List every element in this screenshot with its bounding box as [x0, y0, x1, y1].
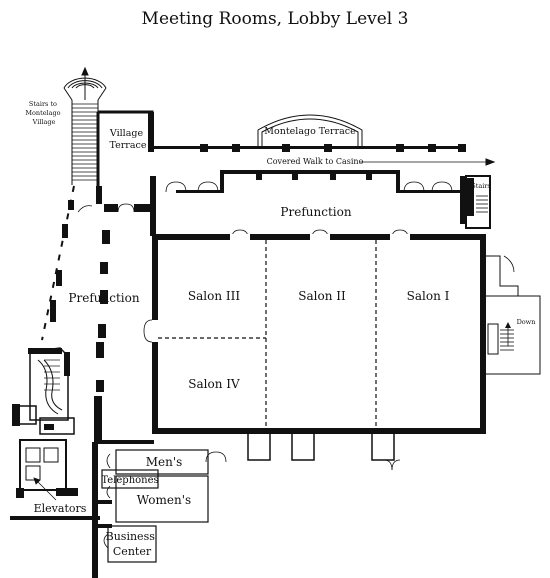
prefunction-top-walls [150, 170, 466, 236]
salon-4-label: Salon IV [188, 377, 240, 391]
ballroom-bottom-alcoves [247, 431, 395, 461]
bottom-door-swings [205, 451, 401, 471]
prefunction-left-label: Prefunction [68, 291, 139, 305]
down-stairs [486, 255, 541, 375]
terrace-outer-wall [152, 144, 466, 152]
prefunction-top-label: Prefunction [280, 205, 351, 219]
restroom-doors [106, 453, 111, 499]
elevator-pointer [33, 477, 57, 501]
left-dashed-wall [41, 185, 75, 341]
salon-left-doors [143, 319, 153, 343]
ballroom-walls [152, 234, 486, 434]
prefunction-left-walls [50, 186, 154, 444]
telephones-label: Telephones [101, 475, 158, 486]
salon-2-label: Salon II [298, 289, 346, 303]
covered-walk-arrow [360, 158, 496, 166]
stair-treads [72, 103, 98, 181]
stairs-box [465, 175, 491, 229]
restroom-block [101, 449, 209, 523]
village-terrace-walls [96, 110, 154, 190]
business-center-door [103, 533, 109, 549]
business-center-box [107, 525, 157, 563]
down-label: Down [517, 318, 536, 326]
stairs-label: Stairs [471, 182, 490, 190]
elevators-label: Elevators [34, 502, 87, 515]
montelago-terrace-walls [257, 114, 363, 146]
salon-3-label: Salon III [188, 289, 240, 303]
restroom-walls-solid [92, 442, 112, 578]
womens-label: Women's [137, 493, 191, 507]
left-door-swings [77, 203, 135, 213]
elevator-core-solid [10, 348, 100, 520]
page-title: Meeting Rooms, Lobby Level 3 [142, 9, 409, 29]
elevator-stairs-treads [44, 359, 60, 391]
village-terrace-label: Village Terrace [109, 128, 147, 151]
montelago-terrace-label: Montelago Terrace [264, 126, 356, 137]
business-center-label: Business Center [106, 530, 159, 558]
mens-label: Men's [146, 455, 183, 469]
ballroom-door-gaps [152, 234, 410, 342]
covered-walk-label: Covered Walk to Casino [267, 157, 364, 166]
salon-dividers [158, 240, 377, 428]
stairs-village-label: Stairs to Montelago Village [25, 100, 62, 126]
stairs-up-arrow [81, 66, 89, 100]
salon-1-label: Salon I [407, 289, 450, 303]
